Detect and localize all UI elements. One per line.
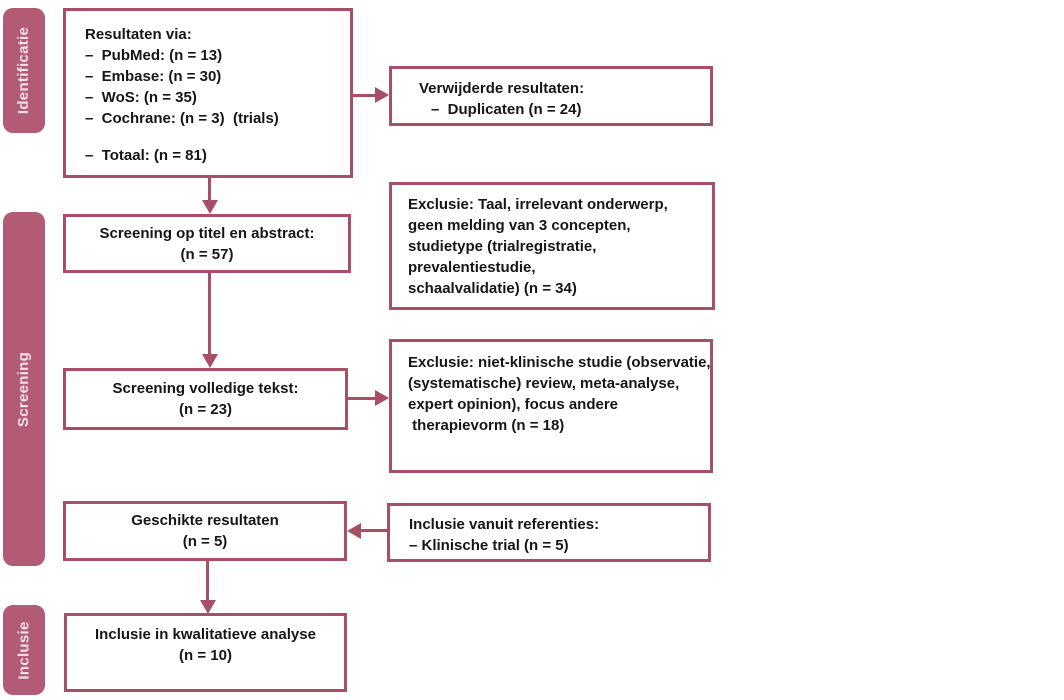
screening-title-abstract-line1: Screening op titel en abstract:	[99, 224, 315, 242]
screening-fulltext-count: (n = 23)	[179, 401, 232, 418]
arrow-line-results-to-removed	[353, 94, 377, 97]
results-item-wos: – WoS: (n = 35)	[85, 89, 197, 106]
results-item-cochrane: – Cochrane: (n = 3) (trials)	[85, 110, 279, 127]
arrow-line-eligible-to-qualitative	[206, 561, 209, 601]
results-item-embase: – Embase: (n = 30)	[85, 68, 222, 85]
arrow-down-icon	[202, 200, 218, 214]
stage-label-identificatie: Identificatie	[3, 8, 45, 133]
arrow-line-screening2-to-exclusion2	[348, 397, 376, 400]
box-exclusion-title-abstract: Exclusie: Taal, irrelevant onderwerp, ge…	[389, 182, 715, 310]
arrow-line-screening1-to-screening2	[208, 272, 211, 355]
removed-item-duplicates: – Duplicaten (n = 24)	[431, 101, 582, 118]
eligible-line1: Geschikte resultaten	[131, 512, 279, 529]
results-total: – Totaal: (n = 81)	[85, 147, 207, 164]
qualitative-line1: Inclusie in kwalitatieve analyse	[95, 626, 316, 643]
arrow-right-icon	[375, 87, 389, 103]
qualitative-count: (n = 10)	[179, 647, 232, 664]
inclusion-references-line2: – Klinische trial (n = 5)	[409, 537, 569, 554]
box-removed-results: Verwijderde resultaten: – Duplicaten (n …	[389, 66, 713, 126]
box-results-via: Resultaten via: – PubMed: (n = 13) – Emb…	[63, 8, 353, 178]
results-item-pubmed: – PubMed: (n = 13)	[85, 47, 223, 64]
arrow-line-results-to-screening1	[208, 177, 211, 201]
screening-title-abstract-count: (n = 57)	[180, 245, 234, 263]
box-exclusion-fulltext: Exclusie: niet-klinische studie (observa…	[389, 339, 713, 473]
stage-label-screening: Screening	[3, 212, 45, 566]
box-eligible-results: Geschikte resultaten (n = 5)	[63, 501, 347, 561]
stage-label-screening-text: Screening	[15, 351, 33, 427]
stage-label-inclusie: Inclusie	[3, 605, 45, 695]
arrow-down-icon	[202, 354, 218, 368]
eligible-count: (n = 5)	[182, 533, 228, 550]
box-inclusion-references: Inclusie vanuit referenties: – Klinische…	[387, 503, 711, 562]
exclusion2-line3: expert opinion), focus andere	[408, 396, 619, 413]
arrow-line-references-to-eligible	[360, 529, 387, 532]
stage-label-identificatie-text: Identificatie	[15, 26, 33, 115]
exclusion1-line4: prevalentiestudie,	[408, 259, 536, 276]
results-title: Resultaten via:	[85, 26, 192, 43]
exclusion1-line1: Exclusie: Taal, irrelevant onderwerp,	[408, 196, 668, 213]
inclusion-references-line1: Inclusie vanuit referenties:	[409, 516, 600, 533]
box-qualitative-analysis: Inclusie in kwalitatieve analyse (n = 10…	[64, 613, 347, 692]
exclusion1-line3: studietype (trialregistratie,	[408, 238, 597, 255]
box-screening-fulltext: Screening volledige tekst: (n = 23)	[63, 368, 348, 430]
arrow-right-icon	[375, 390, 389, 406]
exclusion2-line1: Exclusie: niet-klinische studie (observa…	[408, 354, 711, 371]
spacer	[85, 129, 336, 145]
screening-fulltext-line1: Screening volledige tekst:	[112, 380, 299, 397]
exclusion1-line5: schaalvalidatie) (n = 34)	[408, 280, 577, 297]
exclusion1-line2: geen melding van 3 concepten,	[408, 217, 631, 234]
arrow-down-icon	[200, 600, 216, 614]
stage-label-inclusie-text: Inclusie	[15, 620, 33, 680]
removed-title: Verwijderde resultaten:	[419, 80, 585, 97]
arrow-left-icon	[347, 523, 361, 539]
exclusion2-line4: therapievorm (n = 18)	[408, 417, 565, 434]
box-screening-title-abstract: Screening op titel en abstract: (n = 57)	[63, 214, 351, 273]
exclusion2-line2: (systematische) review, meta-analyse,	[408, 375, 680, 392]
